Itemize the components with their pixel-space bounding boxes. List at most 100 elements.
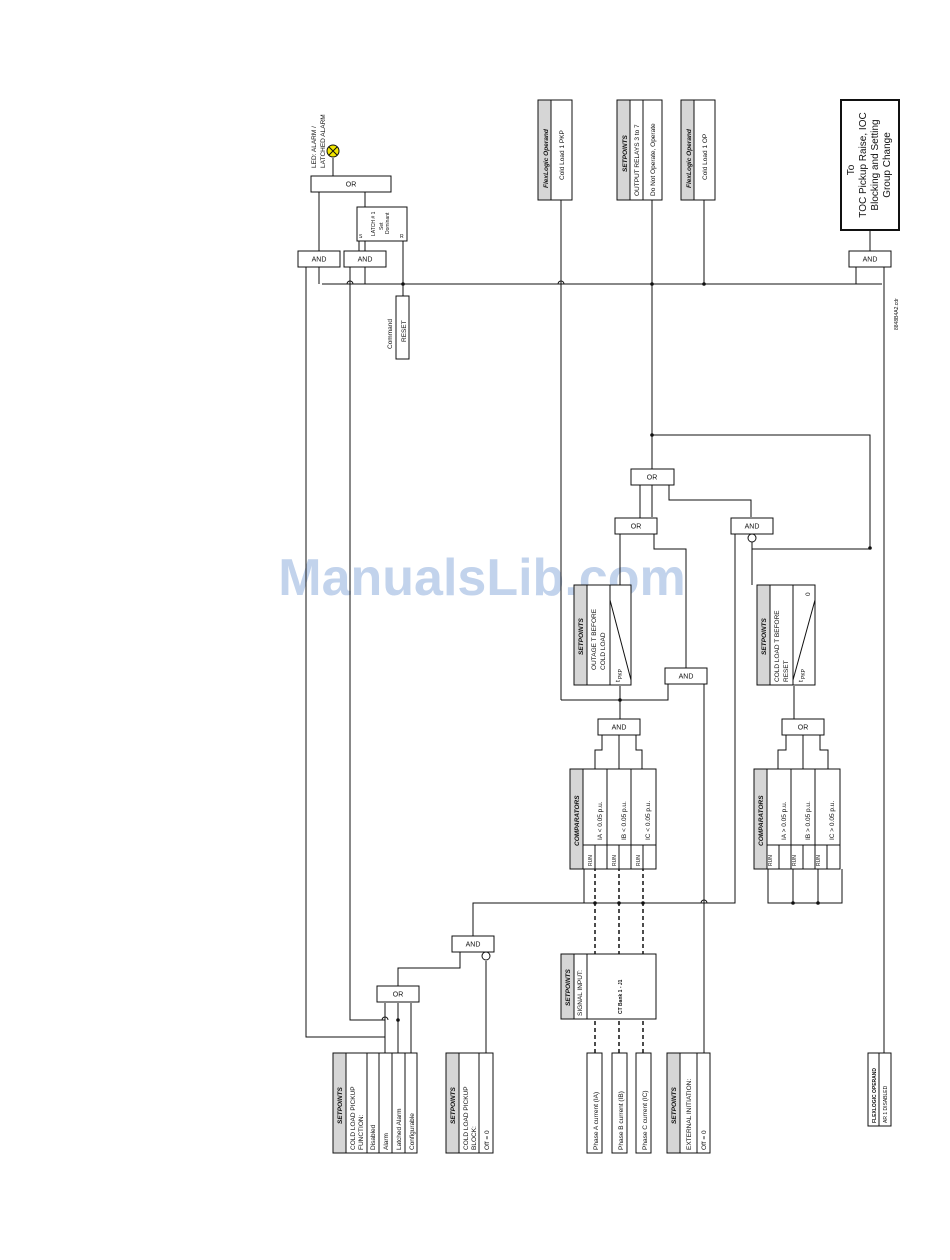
phase-b-current: Phase B current (IB) <box>611 1052 628 1154</box>
svg-text:8848B4A2.cdr: 8848B4A2.cdr <box>894 298 900 330</box>
svg-text:SETPOINTS: SETPOINTS <box>578 617 585 655</box>
svg-text:COLD LOAD PICKUP: COLD LOAD PICKUP <box>350 1086 357 1150</box>
svg-text:SETPOINTS: SETPOINTS <box>565 968 572 1006</box>
svg-text:Phase C current (IC): Phase C current (IC) <box>642 1090 649 1150</box>
svg-text:Group Change: Group Change <box>882 132 893 198</box>
junction-dots <box>396 282 872 1022</box>
svg-text:Blocking and Setting: Blocking and Setting <box>870 119 881 210</box>
gate-or-mid: OR <box>614 517 658 535</box>
flexlogic-cold-load-op: FlexLogic Operand Cold Load 1 OP <box>680 99 716 201</box>
svg-text:SETPOINTS: SETPOINTS <box>622 134 629 172</box>
inverter-bubble-block <box>481 951 491 961</box>
svg-text:BLOCK:: BLOCK: <box>471 1126 478 1150</box>
svg-text:SETPOINTS: SETPOINTS <box>671 1086 678 1124</box>
wire-crossovers <box>346 280 708 1021</box>
outage-timer: SETPOINTS OUTAGE T BEFORE COLD LOAD t PK… <box>573 584 632 686</box>
gate-or-alarm: OR <box>310 175 392 193</box>
svg-text:RUN: RUN <box>816 855 822 866</box>
svg-text:OUTAGE T BEFORE: OUTAGE T BEFORE <box>591 608 598 670</box>
toc-target-box: To TOC Pickup Raise, IOC Blocking and Se… <box>840 99 900 231</box>
svg-text:0: 0 <box>805 592 812 596</box>
comparators-undercurrent: COMPARATORS RUN RUN RUN IA < 0.05 p.u. I… <box>569 768 657 870</box>
svg-text:PKP: PKP <box>618 668 624 679</box>
phase-c-current: Phase C current (IC) <box>635 1052 652 1154</box>
svg-text:TOC Pickup Raise, IOC: TOC Pickup Raise, IOC <box>858 112 869 217</box>
phase-a-current: Phase A current (IA) <box>586 1052 603 1154</box>
svg-text:IA > 0.05 p.u.: IA > 0.05 p.u. <box>781 801 788 840</box>
svg-text:AND: AND <box>679 674 694 681</box>
svg-text:Phase A current (IA): Phase A current (IA) <box>593 1092 600 1150</box>
gate-and-output: AND <box>848 250 892 268</box>
reset-timer: SETPOINTS COLD LOAD T BEFORE RESET t PKP… <box>756 584 816 686</box>
svg-text:RUN: RUN <box>588 855 594 866</box>
gate-or-function: OR <box>376 985 420 1003</box>
drawing-id: 8848B4A2.cdr <box>894 298 900 330</box>
svg-text:FLEXLOGIC OPERAND: FLEXLOGIC OPERAND <box>872 1068 878 1123</box>
svg-text:RESET: RESET <box>783 660 790 682</box>
svg-text:IB < 0.05 p.u.: IB < 0.05 p.u. <box>621 801 628 840</box>
svg-text:CT Bank 1 - J1: CT Bank 1 - J1 <box>618 979 624 1014</box>
svg-text:COLD LOAD: COLD LOAD <box>600 632 607 670</box>
gate-and-block: AND <box>451 935 495 953</box>
svg-text:RUN: RUN <box>636 855 642 866</box>
gate-and-ext: AND <box>664 667 708 685</box>
svg-text:RUN: RUN <box>768 855 774 866</box>
inverter-bubble-reset <box>747 533 757 543</box>
svg-text:Set: Set <box>379 222 385 230</box>
gate-and-comp: AND <box>597 718 641 736</box>
svg-text:SETPOINTS: SETPOINTS <box>337 1086 344 1124</box>
svg-text:COMPARATORS: COMPARATORS <box>574 795 581 846</box>
svg-text:Cold Load 1 OP: Cold Load 1 OP <box>702 134 709 180</box>
svg-text:AND: AND <box>358 257 373 264</box>
svg-text:Disabled: Disabled <box>370 1124 377 1150</box>
svg-text:Configurable: Configurable <box>409 1113 416 1150</box>
latch-block: LATCH # 1 Set Dominant S R <box>356 206 408 242</box>
output-relays-setpoint: SETPOINTS OUTPUT RELAYS 3 to 7 Do Not Op… <box>616 99 663 201</box>
gate-and-alarm-2: AND <box>343 250 387 268</box>
signal-input-setpoint: SETPOINTS SIGNAL INPUT: CT Bank 1 - J1 <box>560 953 657 1020</box>
svg-text:RUN: RUN <box>612 855 618 866</box>
svg-text:OR: OR <box>393 992 404 999</box>
cold-load-pickup-function: SETPOINTS COLD LOAD PICKUP FUNCTION: Dis… <box>332 1052 418 1154</box>
svg-text:AND: AND <box>863 257 878 264</box>
svg-text:Latched Alarm: Latched Alarm <box>396 1108 403 1150</box>
gate-and-reset-right: AND <box>730 517 774 535</box>
svg-text:Alarm: Alarm <box>383 1133 390 1150</box>
svg-text:LATCH # 1: LATCH # 1 <box>371 211 377 236</box>
svg-text:AND: AND <box>745 524 760 531</box>
svg-text:SETPOINTS: SETPOINTS <box>450 1086 457 1124</box>
svg-text:EXTERNAL INITIATION:: EXTERNAL INITIATION: <box>686 1079 693 1150</box>
svg-text:OR: OR <box>798 725 809 732</box>
svg-text:COLD LOAD PICKUP: COLD LOAD PICKUP <box>463 1086 470 1150</box>
svg-text:AR 1 DISABLED: AR 1 DISABLED <box>883 1085 889 1123</box>
svg-text:Command: Command <box>387 319 394 349</box>
svg-text:t: t <box>615 680 622 682</box>
svg-text:FlexLogic Operand: FlexLogic Operand <box>686 128 693 188</box>
gate-and-alarm-1: AND <box>297 250 341 268</box>
svg-text:PKP: PKP <box>801 668 807 679</box>
svg-text:FlexLogic Operand: FlexLogic Operand <box>543 128 550 188</box>
svg-text:Cold Load 1 PKP: Cold Load 1 PKP <box>559 130 566 180</box>
wires <box>305 158 885 1053</box>
svg-text:t: t <box>798 680 805 682</box>
svg-text:SETPOINTS: SETPOINTS <box>761 617 768 655</box>
svg-text:OR: OR <box>346 182 357 189</box>
reset-command: RESET Command <box>387 295 410 360</box>
svg-text:RUN: RUN <box>792 855 798 866</box>
svg-text:AND: AND <box>612 725 627 732</box>
svg-text:OR: OR <box>647 475 658 482</box>
svg-text:IC < 0.05 p.u.: IC < 0.05 p.u. <box>645 801 652 840</box>
cold-load-pickup-block: SETPOINTS COLD LOAD PICKUP BLOCK: Off = … <box>445 1052 494 1154</box>
led-label: LED: ALARM / LATCHED ALARM <box>311 114 327 168</box>
svg-text:FUNCTION:: FUNCTION: <box>358 1114 365 1150</box>
flexlogic-cold-load-pkp: FlexLogic Operand Cold Load 1 PKP <box>537 99 573 201</box>
svg-text:COMPARATORS: COMPARATORS <box>758 795 765 846</box>
svg-text:SIGNAL INPUT:: SIGNAL INPUT: <box>577 970 584 1016</box>
svg-text:OR: OR <box>631 524 642 531</box>
gate-or-main: OR <box>630 468 675 486</box>
svg-text:Do Not Operate, Operate: Do Not Operate, Operate <box>650 123 657 196</box>
external-initiation-setpoint: SETPOINTS EXTERNAL INITIATION: Off = 0 <box>666 1052 711 1154</box>
svg-text:Off = 0: Off = 0 <box>701 1130 708 1150</box>
svg-text:LATCHED ALARM: LATCHED ALARM <box>320 114 327 168</box>
svg-text:AND: AND <box>312 257 327 264</box>
